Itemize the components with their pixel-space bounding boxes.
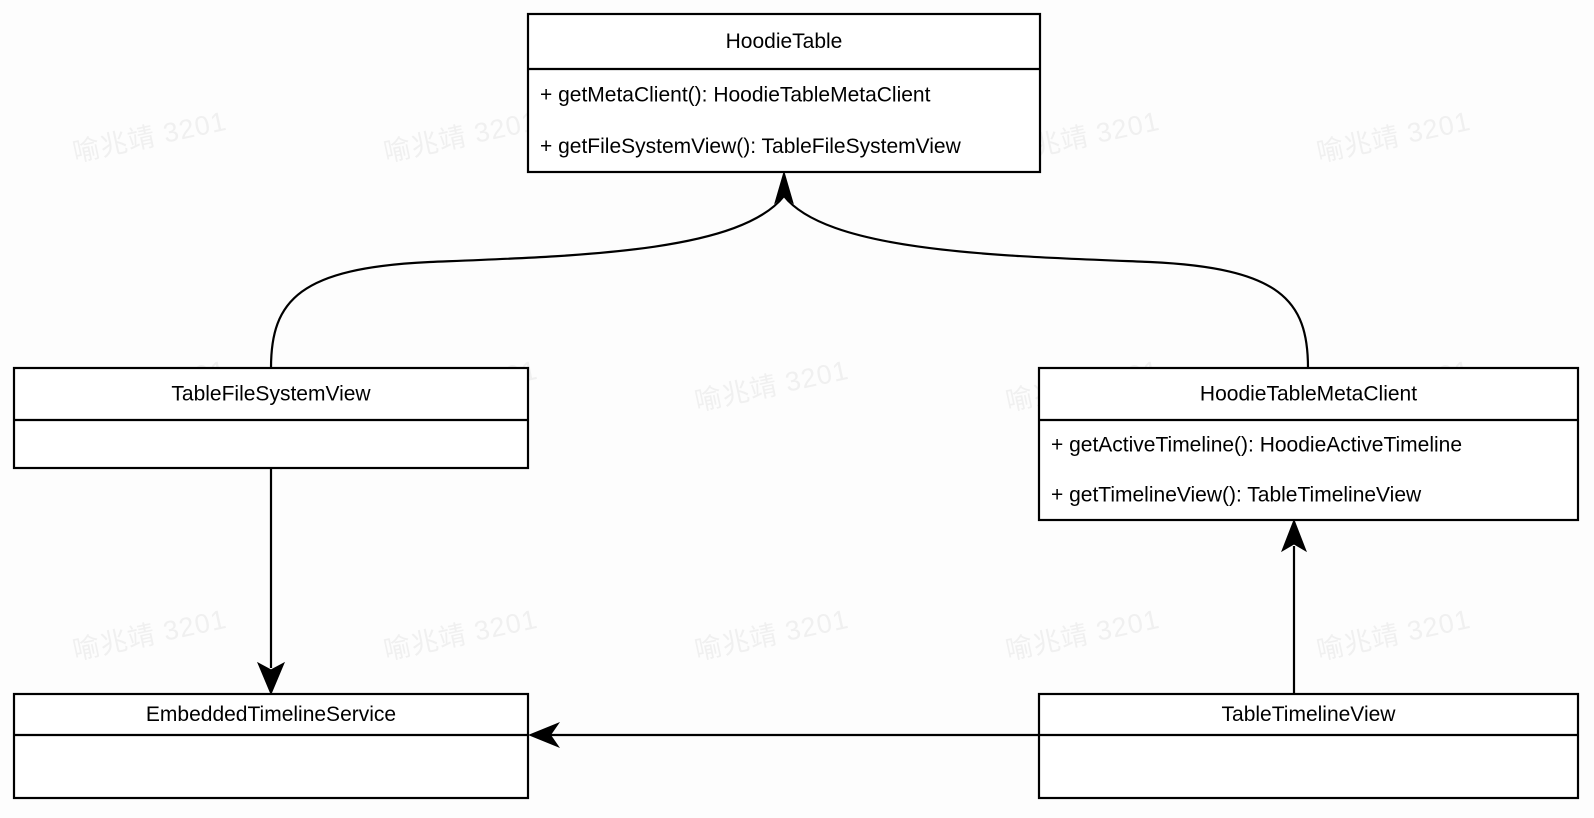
class-box-outline bbox=[1037, 692, 1580, 800]
class-box-embedded-timeline-service[interactable]: EmbeddedTimelineService bbox=[12, 692, 530, 800]
class-box-group: HoodieTable + getMetaClient(): HoodieTabl… bbox=[12, 12, 1580, 800]
class-box-outline bbox=[12, 692, 530, 800]
class-name-label: TableTimelineView bbox=[1222, 703, 1397, 726]
edge-hoodietablemetaclient-to-hoodietable bbox=[783, 195, 1310, 369]
class-box-hoodie-table[interactable]: HoodieTable + getMetaClient(): HoodieTabl… bbox=[526, 12, 1042, 174]
class-member-label: + getFileSystemView(): TableFileSystemVi… bbox=[540, 135, 962, 158]
arrowhead-into-embeddedtimelineservice-right-icon bbox=[528, 722, 560, 748]
class-member-label: + getTimelineView(): TableTimelineView bbox=[1051, 484, 1422, 507]
class-box-outline bbox=[526, 12, 1042, 174]
class-box-hoodie-table-meta-client[interactable]: HoodieTableMetaClient + getActiveTimeline… bbox=[1037, 366, 1580, 522]
class-box-table-file-system-view[interactable]: TableFileSystemView bbox=[12, 366, 530, 470]
class-box-outline bbox=[1037, 366, 1580, 522]
class-member-label: + getMetaClient(): HoodieTableMetaClient bbox=[540, 83, 931, 106]
class-name-label: TableFileSystemView bbox=[171, 383, 371, 406]
class-name-label: HoodieTableMetaClient bbox=[1200, 383, 1417, 406]
edge-group bbox=[256, 170, 1310, 748]
arrowhead-into-hoodietable-icon bbox=[774, 170, 794, 205]
class-box-outline bbox=[12, 366, 530, 470]
class-name-label: EmbeddedTimelineService bbox=[146, 703, 396, 726]
arrowhead-into-hoodietablemetaclient-icon bbox=[1281, 518, 1307, 553]
class-box-table-timeline-view[interactable]: TableTimelineView bbox=[1037, 692, 1580, 800]
arrowhead-into-embeddedtimelineservice-top-icon bbox=[256, 661, 286, 696]
class-member-label: + getActiveTimeline(): HoodieActiveTimel… bbox=[1051, 434, 1462, 457]
class-name-label: HoodieTable bbox=[726, 30, 843, 53]
edge-tablefilesystemview-to-hoodietable bbox=[269, 195, 785, 369]
